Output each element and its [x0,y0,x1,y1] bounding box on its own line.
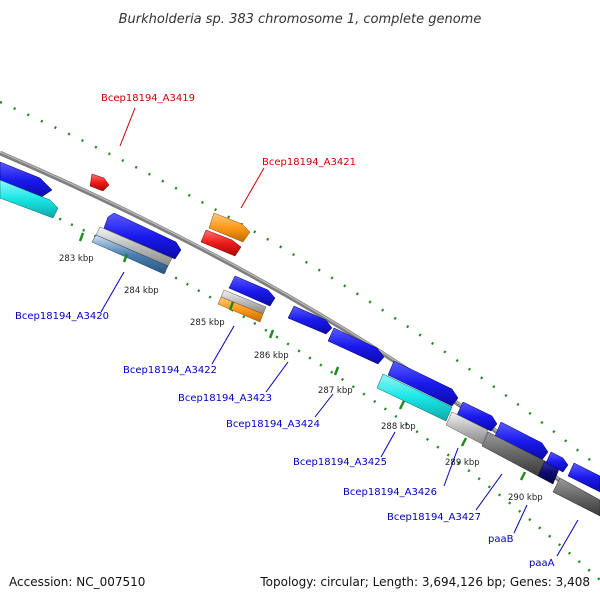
gene-reverse-orange-A3422 [217,296,264,323]
gene-forward-red-small [89,173,110,192]
scale-tick-288 [398,400,406,410]
leader-line-A3419 [119,107,136,147]
gene-label-A3421[interactable]: Bcep18194_A3421 [262,157,356,168]
leader-line-A3425 [380,431,396,458]
gene-label-A3419[interactable]: Bcep18194_A3419 [101,93,195,104]
scale-ticks [78,232,527,481]
scale-tick-290 [519,471,527,481]
gene-label-A3425[interactable]: Bcep18194_A3425 [293,457,387,468]
gene-label-A3427[interactable]: Bcep18194_A3427 [387,512,481,523]
gene-reverse-blue-A3425 [387,360,459,407]
leader-line-A3424 [314,393,334,418]
scale-label-286: 286 kbp [254,351,289,361]
scale-tick-284 [122,253,129,263]
map-title: Burkholderia sp. 383 chromosome 1, compl… [119,12,482,27]
genome-summary-text: Topology: circular; Length: 3,694,126 bp… [259,575,590,589]
gene-label-A3422[interactable]: Bcep18194_A3422 [123,365,217,376]
leader-line-A3426 [443,447,459,487]
scale-tick-285 [228,301,235,311]
leader-lines-reverse [100,271,579,557]
accession-text: Accession: NC_007510 [9,575,145,589]
gene-label-A3426[interactable]: Bcep18194_A3426 [343,487,437,498]
gene-reverse-blue-A3427 [494,421,549,461]
scale-label-285: 285 kbp [190,318,225,328]
scale-label-287: 287 kbp [318,386,353,396]
scale-label-289: 289 kbp [445,458,480,468]
scale-label-288: 288 kbp [381,422,416,432]
inner-dotted-ring [0,190,600,581]
gene-label-A3424[interactable]: Bcep18194_A3424 [226,419,320,430]
leader-line-A3420 [100,271,125,313]
gene-reverse-blue-A3420 [103,212,182,260]
gene-labels: Bcep18194_A3419 Bcep18194_A3421 Bcep1819… [15,93,555,569]
scale-tick-289 [460,437,468,447]
leader-lines-forward [119,107,265,209]
gene-label-A3423[interactable]: Bcep18194_A3423 [178,393,272,404]
gene-reverse-gray-A3426 [445,411,489,445]
gene-label-paaA[interactable]: paaA [529,558,555,569]
scale-tick-287 [333,366,340,376]
gene-reverse-cyan-A3425 [376,373,453,422]
leader-line-paaA [556,519,579,557]
gene-reverse-blue-A3422 [228,275,276,307]
gene-forward-red [200,229,242,257]
gene-reverse-blue-left [0,161,53,199]
leader-line-paaB [513,504,528,534]
scale-tick-283 [78,232,85,242]
gene-reverse-cyan-left [0,179,59,219]
gene-reverse-darkgray-paaA [552,477,600,517]
gene-reverse-blue-A3423 [287,305,333,335]
gene-label-paaB[interactable]: paaB [488,534,514,545]
scale-label-284: 284 kbp [124,286,159,296]
leader-line-A3422 [211,325,235,365]
leader-line-A3427 [475,473,503,511]
gene-forward-orange [208,212,251,243]
scale-label-283: 283 kbp [59,254,94,264]
gene-reverse-steel-A3420 [91,234,169,275]
leader-line-A3423 [265,361,289,393]
scale-tick-labels: 283 kbp 284 kbp 285 kbp 286 kbp 287 kbp … [59,254,543,503]
scale-tick-286 [268,329,275,339]
gene-reverse-blue-A3426 [456,401,498,432]
gene-reverse-blue-A3424 [327,327,385,365]
scale-label-290: 290 kbp [508,493,543,503]
leader-line-A3421 [240,167,265,209]
gene-reverse-blue-small-paaB [545,451,569,473]
gene-label-A3420[interactable]: Bcep18194_A3420 [15,311,109,322]
gene-reverse-blue-paaA [567,462,600,493]
